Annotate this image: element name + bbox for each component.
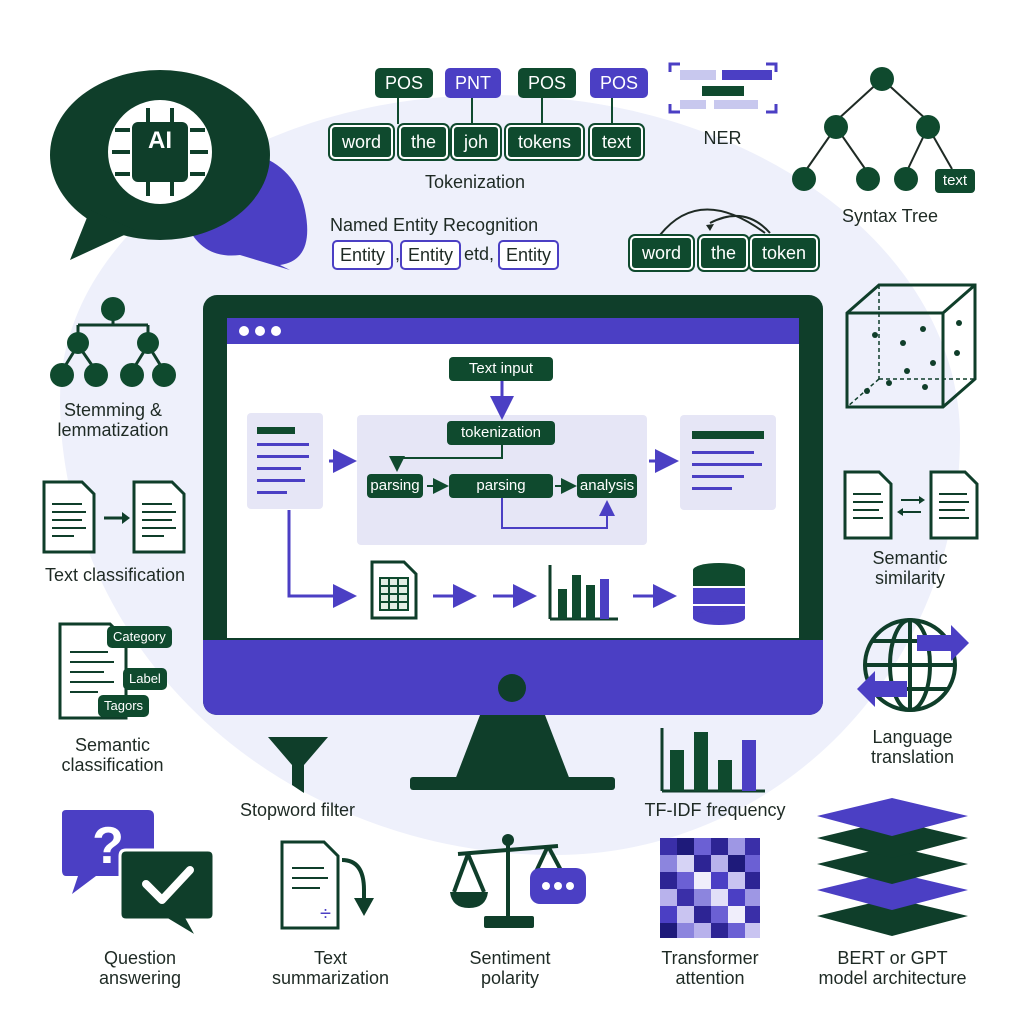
- pos-connectors: [397, 98, 613, 124]
- spreadsheet-icon: [370, 560, 418, 620]
- transformer-attention-label: Transformer attention: [661, 948, 759, 988]
- dep-token-word: word: [630, 236, 694, 270]
- tfidf-chart-icon: [660, 728, 765, 793]
- ai-badge: AI: [148, 127, 172, 154]
- window-titlebar: [227, 318, 799, 344]
- token-the: the: [399, 125, 449, 159]
- vector-space-cube-icon: [845, 283, 977, 409]
- pos-tag-1: POS: [375, 68, 434, 98]
- pipeline-arrows: [287, 381, 679, 608]
- syntax-tree-icon: [792, 67, 953, 191]
- svg-text:÷: ÷: [320, 903, 331, 925]
- analysis-node: analysis: [577, 474, 637, 498]
- dep-token-token: token: [750, 236, 819, 270]
- ner-section-title: Named Entity Recognition: [330, 215, 539, 235]
- text-summarization-label: Text summarization: [271, 948, 390, 988]
- tokenization-label: Tokenization: [424, 172, 526, 192]
- stopword-filter-label: Stopword filter: [239, 800, 356, 820]
- window-dot-1[interactable]: [239, 326, 249, 336]
- parsing-node-2: parsing: [449, 474, 553, 498]
- text-summarization-icon: ÷: [280, 840, 374, 930]
- ner-icon: [668, 62, 778, 114]
- pos-tag-3: POS: [518, 68, 577, 98]
- syntax-tree-label: Syntax Tree: [841, 206, 939, 226]
- pos-tag-4: POS: [590, 68, 649, 98]
- bar-chart-icon: [548, 565, 618, 621]
- input-doc-panel: [247, 413, 323, 509]
- parsing-node-1: parsing: [367, 474, 423, 498]
- tokenization-node: tokenization: [447, 421, 555, 445]
- tag-category: Category: [107, 626, 172, 648]
- text-classification-icon: [42, 480, 186, 554]
- pos-tag-2: PNT: [445, 68, 501, 98]
- bert-gpt-label: BERT or GPT model architecture: [818, 948, 967, 988]
- semantic-similarity-label: Semantic similarity: [872, 548, 948, 588]
- ai-chat-icon: [50, 70, 308, 270]
- stemming-tree-icon: [50, 297, 176, 387]
- ner-label: NER: [703, 128, 742, 148]
- sentiment-polarity-label: Sentiment polarity: [469, 948, 551, 988]
- window-dot-3[interactable]: [271, 326, 281, 336]
- database-icon: [693, 563, 745, 625]
- entity-2: Entity: [400, 240, 462, 270]
- token-joh: joh: [452, 125, 501, 159]
- question-answering-icon: ?: [62, 810, 216, 943]
- token-tokens: tokens: [506, 125, 584, 159]
- tfidf-label: TF-IDF frequency: [644, 800, 786, 820]
- entity-sep-2: etd,: [464, 244, 495, 264]
- model-layers-icon: [817, 798, 968, 936]
- dep-token-the: the: [699, 236, 749, 270]
- question-answering-label: Question answering: [98, 948, 182, 988]
- stemming-label: Stemming & lemmatization: [57, 400, 169, 440]
- power-button: [498, 674, 526, 702]
- token-text: text: [590, 125, 644, 159]
- funnel-icon: [268, 737, 328, 793]
- output-doc-panel: [680, 415, 776, 510]
- tag-label: Label: [123, 668, 167, 690]
- tag-tagors: Tagors: [98, 695, 150, 717]
- text-input-node: Text input: [449, 357, 553, 381]
- window-dot-2[interactable]: [255, 326, 265, 336]
- semantic-classification-label: Semantic classification: [61, 735, 164, 775]
- syntax-tree-leaf: text: [935, 169, 975, 193]
- sentiment-scale-icon: [450, 834, 586, 928]
- semantic-similarity-icon: [843, 470, 979, 540]
- language-translation-label: Language translation: [870, 727, 955, 767]
- attention-heatmap-icon: [660, 838, 760, 938]
- monitor-stand: [410, 715, 615, 790]
- entity-3: Entity: [498, 240, 560, 270]
- dependency-arcs: [659, 208, 771, 236]
- text-classification-label: Text classification: [44, 565, 186, 585]
- entity-sep-1: ,: [395, 244, 401, 264]
- globe-translation-icon: [857, 618, 969, 712]
- entity-1: Entity: [332, 240, 394, 270]
- token-word: word: [330, 125, 394, 159]
